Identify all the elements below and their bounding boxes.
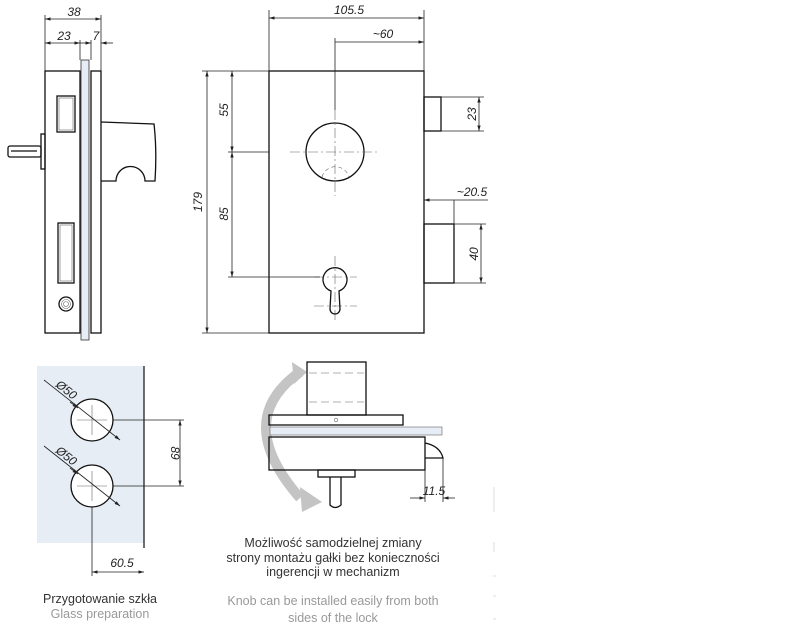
dim-height: 179 xyxy=(191,192,205,212)
upper-bolt xyxy=(423,96,442,132)
dim-edge-offset: 60.5 xyxy=(110,556,134,570)
screw-icon xyxy=(58,296,74,312)
caption-pl: Przygotowanie szkła xyxy=(43,592,157,606)
glass-edge xyxy=(269,426,443,436)
reversible-knob-drawing: 11.5 xyxy=(261,361,455,512)
glass-preparation-drawing: Ø50 Ø50 89 60.5 xyxy=(37,366,184,576)
dim-knob-to-key: 85 xyxy=(217,207,231,221)
caption-en-line: sides of the lock xyxy=(288,610,378,625)
page-edge-marks xyxy=(493,487,496,620)
caption-pl-line: ingerencji w mechanizm xyxy=(266,565,400,579)
caption-pl-line: strony montażu gałki bez konieczności xyxy=(226,550,440,565)
caption-en-line: Knob can be installed easily from both xyxy=(227,594,439,608)
lock-body-top xyxy=(268,436,426,471)
glass-pane xyxy=(80,59,90,341)
dim-upper-bolt: 23 xyxy=(465,107,479,122)
dim-latch-projection: 11.5 xyxy=(423,484,446,498)
lock-body-front xyxy=(268,70,425,334)
caption-pl-line: Możliwość samodzielnej zmiany xyxy=(244,536,422,550)
lower-bolt xyxy=(423,223,455,284)
dim-body-width: 23 xyxy=(56,29,71,43)
dim-total-width: 38 xyxy=(67,5,81,19)
dim-lower-bolt: 40 xyxy=(467,247,481,261)
dim-plate-width: 7 xyxy=(93,29,101,43)
knob-side xyxy=(100,121,157,182)
caption-en: Glass preparation xyxy=(50,607,150,621)
side-view: 38 23 7 xyxy=(7,5,157,341)
dim-knob-offset: ~60 xyxy=(373,27,394,41)
dim-top-to-knob: 55 xyxy=(217,103,231,117)
knob xyxy=(306,361,367,416)
reversible-knob-caption-en: Knob can be installed easily from both s… xyxy=(213,593,453,626)
dim-hole-spacing: 89 xyxy=(168,446,182,460)
cylinder-keyhole xyxy=(322,267,348,315)
glass-preparation-caption: Przygotowanie szkła Glass preparation xyxy=(20,592,180,622)
front-view: 105.5 ~60 179 55 85 23 ~20.5 40 xyxy=(191,3,488,334)
spindle-end xyxy=(329,477,342,509)
cover-plate xyxy=(90,70,102,334)
reversible-knob-caption-pl: Możliwość samodzielnej zmiany strony mon… xyxy=(213,536,453,580)
lock-body-side xyxy=(44,70,81,334)
dim-lower-bolt-projection: ~20.5 xyxy=(457,185,488,199)
glass-sheet xyxy=(37,366,144,543)
rotate-arrow-icon xyxy=(261,367,304,502)
latch xyxy=(424,442,444,459)
dim-width: 105.5 xyxy=(334,3,364,17)
spindle xyxy=(7,145,42,158)
